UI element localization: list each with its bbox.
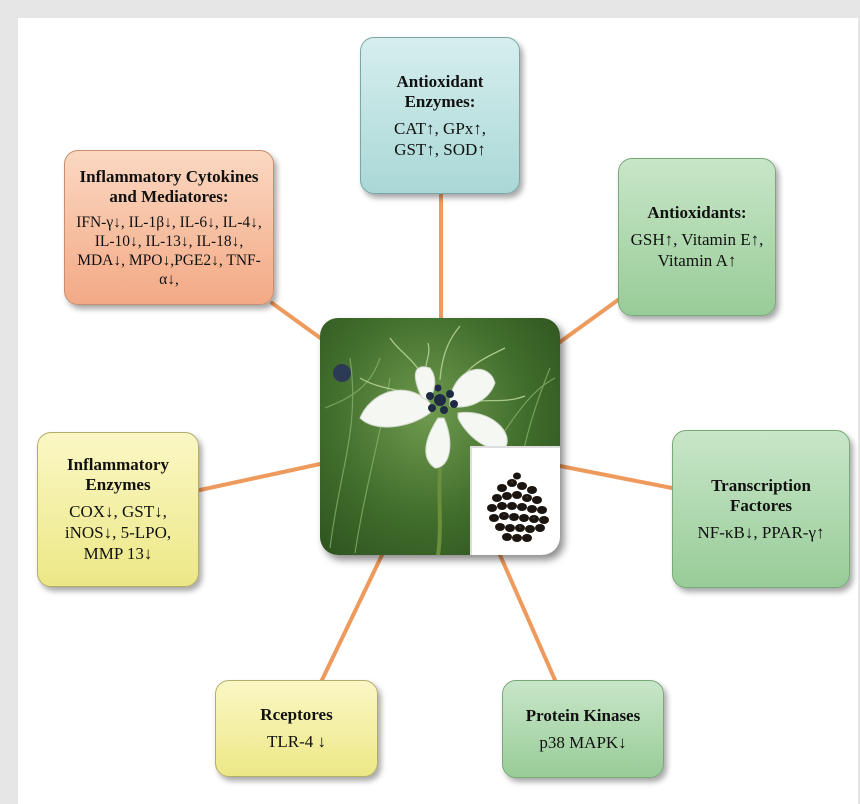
connector-antioxidants: [558, 298, 620, 344]
inflammatory-cytokines-box: Inflammatory Cytokines and Mediatores: I…: [64, 150, 274, 305]
nigella-sativa-image: [320, 318, 560, 555]
antioxidant-enzymes-box: Antioxidant Enzymes: CAT↑, GPx↑, GST↑, S…: [360, 37, 520, 194]
connector-receptors: [320, 553, 384, 682]
transcription-factors-title: Transcription Factores: [711, 475, 811, 515]
antioxidant-enzymes-body: CAT↑, GPx↑, GST↑, SOD↑: [393, 118, 487, 159]
receptors-title: Rceptores: [260, 705, 333, 724]
receptors-box: Rceptores TLR-4 ↓: [215, 680, 378, 777]
seeds-illustration: [487, 472, 549, 542]
transcription-factors-box: Transcription Factores NF-κB↓, PPAR-γ↑: [672, 430, 850, 588]
antioxidants-body: GSH↑, Vitamin E↑, Vitamin A↑: [630, 230, 764, 270]
receptors-body: TLR-4 ↓: [266, 732, 327, 751]
protein-kinases-box: Protein Kinases p38 MAPK↓: [502, 680, 664, 778]
antioxidants-title: Antioxidants:: [647, 203, 747, 222]
protein-kinases-body: p38 MAPK↓: [539, 732, 627, 752]
inflammatory-enzymes-body: COX↓, GST↓, iNOS↓, 5-LPO, MMP 13↓: [64, 502, 172, 563]
black-seeds-inset: [470, 446, 560, 555]
protein-kinases-title: Protein Kinases: [525, 705, 641, 725]
inflammatory-enzymes-title: Inflammatory Enzymes: [67, 455, 169, 494]
inflammatory-cytokines-body: IFN-γ↓, IL-1β↓, IL-6↓, IL-4↓, IL-10↓, IL…: [76, 213, 262, 288]
antioxidant-enzymes-title: Antioxidant Enzymes:: [396, 71, 484, 111]
connector-inflammatory-enzymes: [198, 462, 322, 492]
transcription-factors-body: NF-κB↓, PPAR-γ↑: [697, 522, 825, 542]
inflammatory-cytokines-title: Inflammatory Cytokines and Mediatores:: [79, 166, 259, 206]
connector-transcription-factors: [558, 464, 674, 490]
connector-protein-kinases: [498, 553, 557, 682]
inflammatory-enzymes-box: Inflammatory Enzymes COX↓, GST↓, iNOS↓, …: [37, 432, 199, 587]
antioxidants-box: Antioxidants: GSH↑, Vitamin E↑, Vitamin …: [618, 158, 776, 316]
